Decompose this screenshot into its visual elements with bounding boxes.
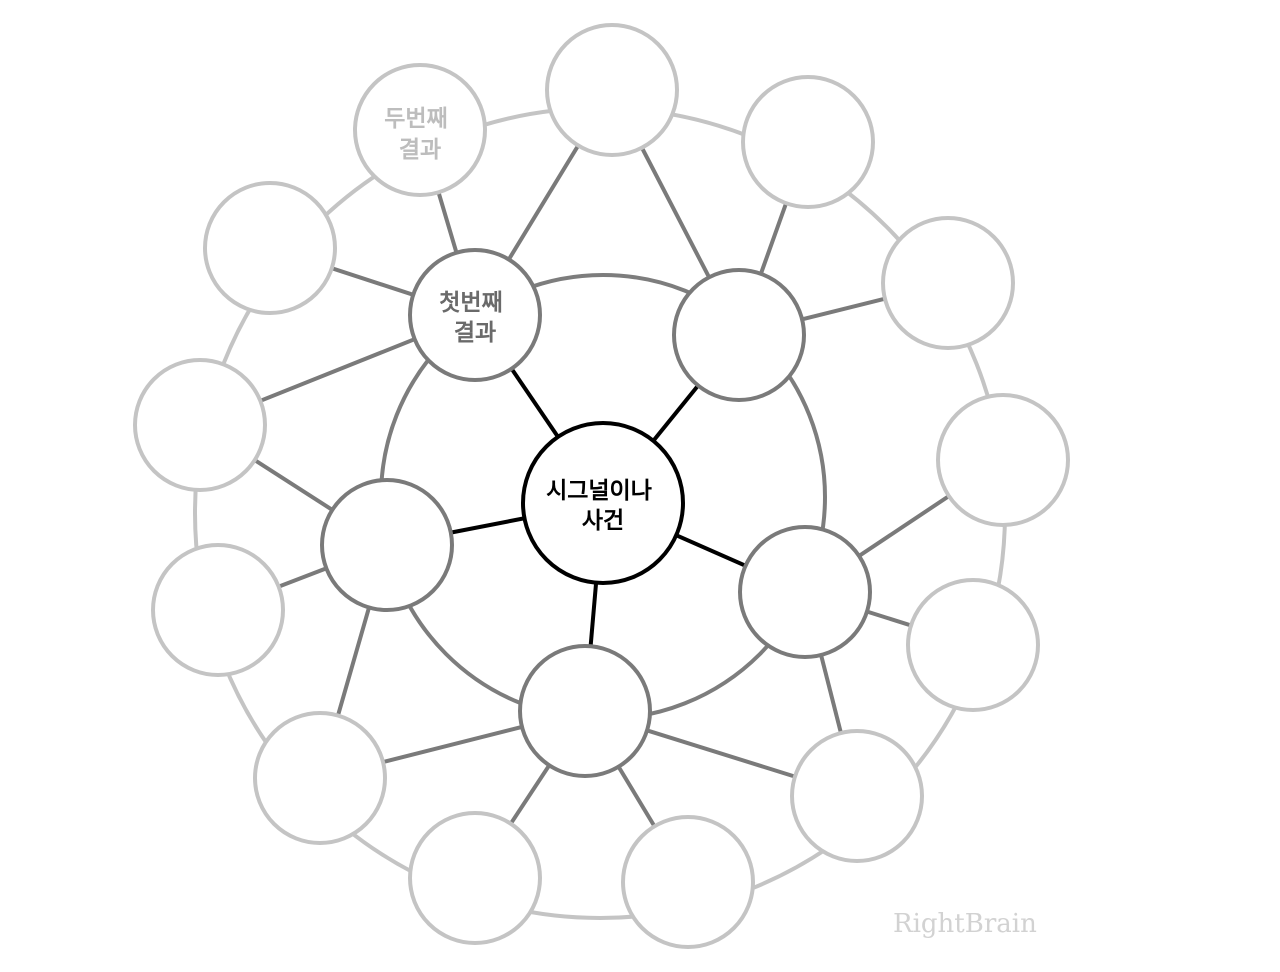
second-result-node-3 [741, 75, 875, 209]
first-result-node-4 [518, 644, 652, 778]
second-result-node-4 [881, 216, 1015, 350]
second-result-label-line1: 두번째 [384, 106, 447, 132]
center-node-label-line1: 시그널이나 [546, 478, 652, 504]
first-result-node-3 [738, 525, 872, 659]
second-result-node-8 [621, 815, 755, 949]
center-node [521, 421, 685, 585]
second-result-node-2 [545, 23, 679, 157]
watermark-logo: RightBrain [893, 909, 1037, 939]
second-result-label-line2: 결과 [399, 137, 441, 163]
first-result-label: 첫번째 결과 [439, 290, 511, 346]
first-result-label-line2: 결과 [454, 320, 496, 346]
second-result-node-7 [790, 729, 924, 863]
second-result-node-14 [133, 358, 267, 492]
second-result-node-6 [906, 578, 1040, 712]
center-node-label: 시그널이나 사건 [546, 478, 660, 534]
second-result-node-9 [408, 811, 542, 945]
first-result-label-line1: 첫번째 [439, 290, 502, 316]
second-result-node-10 [253, 711, 387, 845]
second-result-nodes [133, 23, 1070, 949]
first-result-nodes [320, 248, 872, 778]
center-node-label-line2: 사건 [582, 508, 624, 534]
second-result-node-15 [203, 181, 337, 315]
second-result-node-1 [353, 63, 487, 197]
first-result-node-2 [672, 268, 806, 402]
second-result-label: 두번째 결과 [384, 106, 456, 163]
first-result-node-5 [320, 478, 454, 612]
first-result-node-1 [408, 248, 542, 382]
second-result-node-11 [151, 543, 285, 677]
second-result-node-5 [936, 393, 1070, 527]
